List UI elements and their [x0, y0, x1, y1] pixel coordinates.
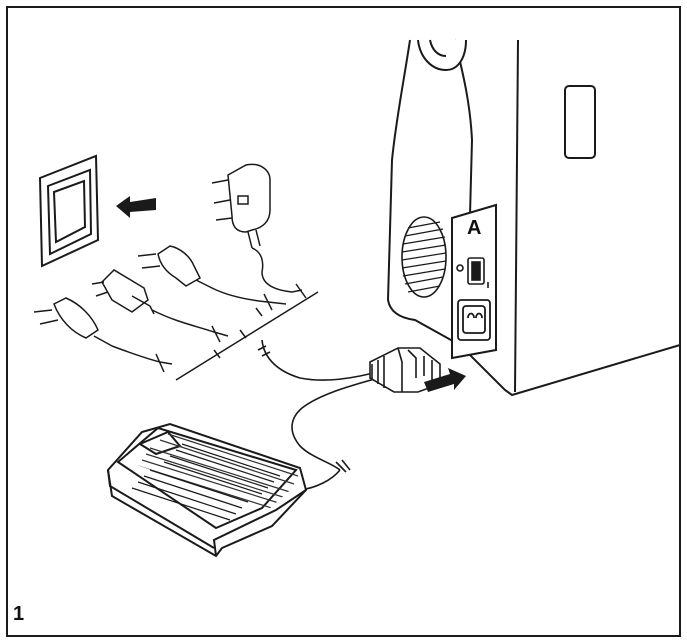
callout-label-a: A [467, 217, 482, 239]
pedal-ridge-lines [131, 443, 281, 521]
power-switch-icon [456, 257, 489, 288]
wall-outlet-icon [38, 154, 100, 268]
arrow-left-icon [116, 196, 156, 218]
speaker-grille [401, 216, 447, 298]
power-socket-icon [457, 299, 491, 341]
sewing-machine [386, 39, 681, 397]
power-cord [257, 339, 441, 501]
arrow-right-icon [424, 368, 466, 392]
plug-options-panel [33, 163, 319, 381]
figure-number: 1 [13, 603, 25, 625]
